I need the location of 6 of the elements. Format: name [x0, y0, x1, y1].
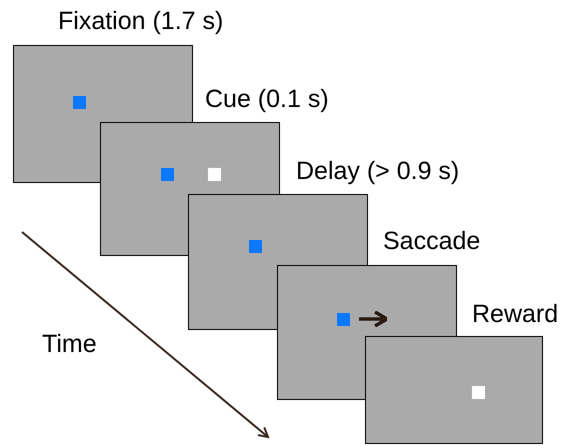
screen-heading: Saccade — [383, 226, 480, 256]
axis-label: Time — [42, 330, 97, 359]
screen-heading: Cue (0.1 s) — [205, 84, 329, 114]
screen-heading: Fixation (1.7 s) — [58, 6, 224, 36]
screen-heading: Delay (> 0.9 s) — [296, 156, 460, 186]
screen-heading: Reward — [472, 299, 558, 329]
